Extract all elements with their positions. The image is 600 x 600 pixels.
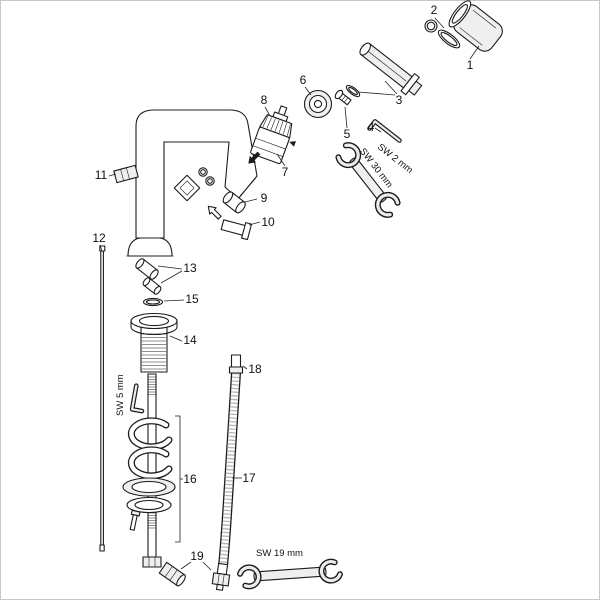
part-label-10: 10 [261,215,275,229]
hose-end-nut-left [158,561,186,587]
part-10-lever [220,219,253,241]
part-13-adapter-b [142,277,162,295]
part-labels: 2 1 3 6 5 4 8 7 11 9 10 12 13 15 14 16 1… [92,3,473,563]
tool-label-sw19: SW 19 mm [256,548,303,559]
part-3-fixing-sleeve [359,42,423,96]
part-label-9: 9 [261,191,268,205]
part-label-13: 13 [183,261,197,275]
part-17-hose [211,354,244,591]
part-label-5: 5 [344,127,351,141]
part-18-hose-fitting [228,354,244,374]
part-9-sleeve [222,191,246,214]
part-label-8: 8 [261,93,268,107]
part-label-12: 12 [92,231,106,245]
insert-direction-arrow-icon [248,151,261,164]
part-15-o-ring [142,297,164,307]
part-label-18: 18 [248,362,262,376]
leader-lines [99,17,480,571]
part-label-4: 4 [368,120,375,134]
spout-o-rings [198,167,215,186]
part-label-3: 3 [396,93,403,107]
allen-key-sw5 [129,383,145,414]
tool-label-sw5: SW 5 mm [115,374,126,416]
part-5-screw [334,89,352,106]
part-label-19: 19 [190,549,204,563]
allen-key-sw2 [367,119,402,143]
part-label-7: 7 [282,165,289,179]
part-13-adapter-a [135,258,159,280]
part-2-o-rings [424,19,461,49]
part-label-16: 16 [183,472,197,486]
part-label-2: 2 [431,3,438,17]
part-6-knob [303,89,333,119]
part-label-15: 15 [185,292,199,306]
part-11-clip [113,164,139,184]
part-label-17: 17 [242,471,256,485]
part-3-washer [345,84,361,98]
part-8-cartridge [250,105,296,165]
part-12-pull-rod [99,245,106,552]
part-1-cap-sleeve [448,0,503,52]
part-label-1: 1 [467,58,474,72]
faucet-spout-body [126,109,258,257]
hose-end-nut-right [211,562,231,591]
part-label-11: 11 [95,168,108,182]
mount-direction-arrow-icon [207,205,222,220]
part-label-14: 14 [183,333,197,347]
part-16-mounting-set [122,415,181,543]
handle-escutcheon [173,174,201,202]
wrench-sw19 [237,558,343,590]
part-label-6: 6 [300,73,307,87]
part-14-tailpiece [130,312,178,373]
mounting-tube [142,373,162,568]
